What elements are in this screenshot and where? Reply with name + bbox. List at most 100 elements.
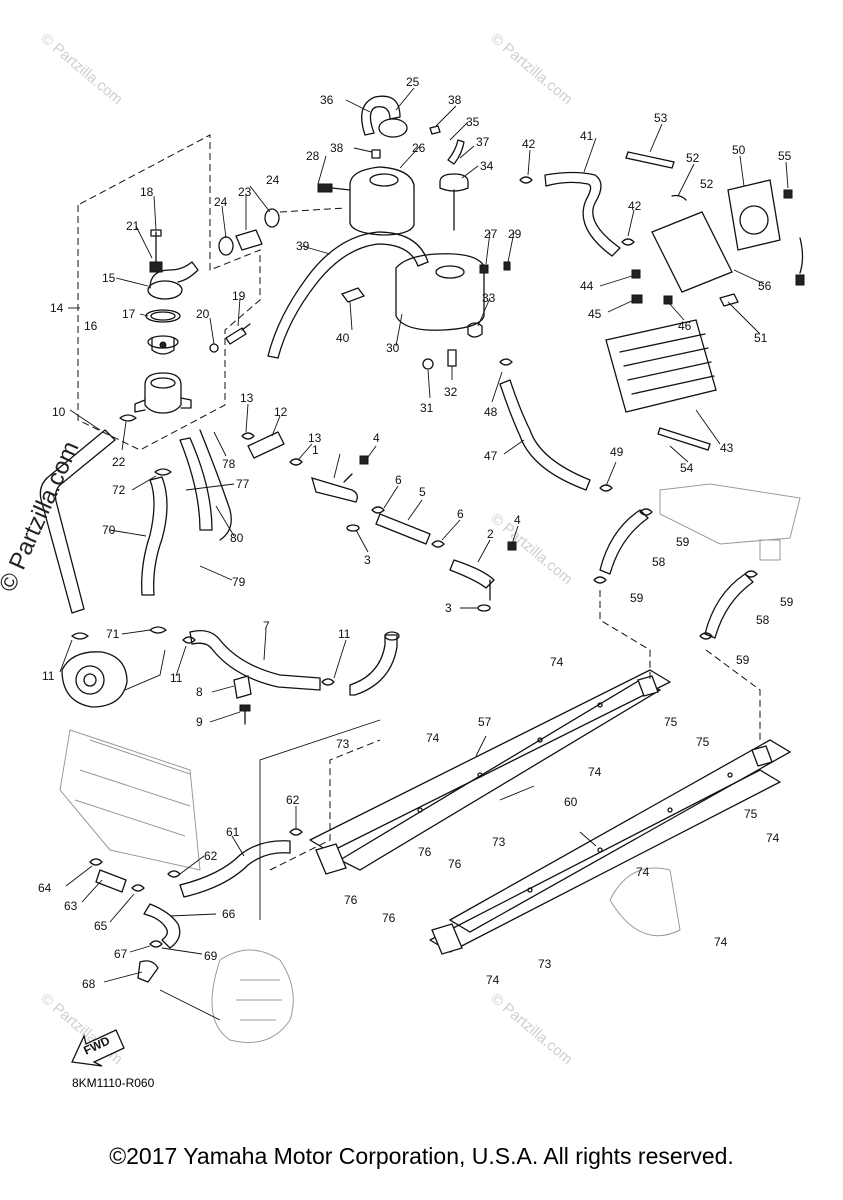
callout-74: 74: [426, 731, 440, 745]
callout-53: 53: [654, 111, 668, 125]
callout-58: 58: [756, 613, 770, 627]
callout-10: 10: [52, 405, 66, 419]
callout-35: 35: [466, 115, 480, 129]
callout-43: 43: [720, 441, 734, 455]
callout-54: 54: [680, 461, 694, 475]
watermark: © Partzilla.com: [487, 510, 575, 588]
callout-75: 75: [696, 735, 710, 749]
thermostat-group: [68, 134, 261, 451]
callout-46: 46: [678, 319, 692, 333]
callout-57: 57: [478, 715, 492, 729]
callout-34: 34: [480, 159, 494, 173]
callout-62: 62: [204, 849, 218, 863]
callout-59: 59: [630, 591, 644, 605]
callout-49: 49: [610, 445, 624, 459]
callout-71: 71: [106, 627, 120, 641]
callout-76: 76: [382, 911, 396, 925]
callout-74: 74: [486, 973, 500, 987]
callout-5: 5: [419, 485, 426, 499]
callout-50: 50: [732, 143, 746, 157]
callout-73: 73: [492, 835, 506, 849]
callout-47: 47: [484, 449, 498, 463]
callout-12: 12: [274, 405, 288, 419]
callout-48: 48: [484, 405, 498, 419]
callout-60: 60: [564, 795, 578, 809]
watermark: © Partzilla.com: [487, 30, 575, 108]
callout-74: 74: [636, 865, 650, 879]
callout-78: 78: [222, 457, 236, 471]
hose-7-group: [182, 629, 400, 725]
callout-73: 73: [336, 737, 350, 751]
callout-13: 13: [240, 391, 254, 405]
callout-68: 68: [82, 977, 96, 991]
left-hoses: [39, 429, 232, 708]
callout-17: 17: [122, 307, 136, 321]
callout-6: 6: [457, 507, 464, 521]
callout-9: 9: [196, 715, 203, 729]
callout-59: 59: [780, 595, 794, 609]
callout-74: 74: [766, 831, 780, 845]
radiator-group: [499, 151, 805, 492]
callout-42: 42: [628, 199, 642, 213]
callout-77: 77: [236, 477, 250, 491]
callout-63: 63: [64, 899, 78, 913]
callout-74: 74: [550, 655, 564, 669]
callout-11: 11: [338, 627, 351, 641]
callout-72: 72: [112, 483, 126, 497]
callout-11: 11: [170, 671, 183, 685]
reservoir-tank: [218, 95, 511, 370]
callout-51: 51: [754, 331, 768, 345]
callout-66: 66: [222, 907, 236, 921]
callout-15: 15: [102, 271, 116, 285]
watermark: © Partzilla.com: [37, 30, 125, 108]
callout-75: 75: [664, 715, 678, 729]
callout-24: 24: [214, 195, 228, 209]
diagram-code: 8KM1110-R060: [72, 1076, 155, 1090]
callout-59: 59: [736, 653, 750, 667]
callout-1: 1: [312, 443, 319, 457]
callout-4: 4: [514, 513, 521, 527]
callout-7: 7: [263, 619, 270, 633]
callout-16: 16: [84, 319, 98, 333]
callout-55: 55: [778, 149, 792, 163]
callout-22: 22: [112, 455, 126, 469]
callout-52: 52: [700, 177, 714, 191]
callout-73: 73: [538, 957, 552, 971]
callout-45: 45: [588, 307, 602, 321]
callout-39: 39: [296, 239, 310, 253]
callout-75: 75: [744, 807, 758, 821]
callout-24: 24: [266, 173, 280, 187]
right-hoses: [593, 483, 801, 640]
callout-56: 56: [758, 279, 772, 293]
callout-38: 38: [330, 141, 344, 155]
callout-28: 28: [306, 149, 320, 163]
callout-19: 19: [232, 289, 246, 303]
callout-41: 41: [580, 129, 594, 143]
callout-3: 3: [445, 601, 452, 615]
callout-59: 59: [676, 535, 690, 549]
callout-79: 79: [232, 575, 246, 589]
callout-44: 44: [580, 279, 594, 293]
callout-62: 62: [286, 793, 300, 807]
callout-76: 76: [448, 857, 462, 871]
callout-33: 33: [482, 291, 496, 305]
engine-group: [59, 719, 381, 1043]
callout-74: 74: [588, 765, 602, 779]
callout-32: 32: [444, 385, 458, 399]
leader-lines: [59, 87, 789, 983]
callout-40: 40: [336, 331, 350, 345]
callout-36: 36: [320, 93, 334, 107]
callout-31: 31: [420, 401, 434, 415]
callout-2: 2: [487, 527, 494, 541]
callout-21: 21: [126, 219, 140, 233]
callout-65: 65: [94, 919, 108, 933]
callout-67: 67: [114, 947, 128, 961]
callout-61: 61: [226, 825, 240, 839]
callout-11: 11: [42, 669, 55, 683]
callout-14: 14: [50, 301, 64, 315]
callout-69: 69: [204, 949, 218, 963]
callout-3: 3: [364, 553, 371, 567]
callout-26: 26: [412, 141, 426, 155]
callout-37: 37: [476, 135, 490, 149]
